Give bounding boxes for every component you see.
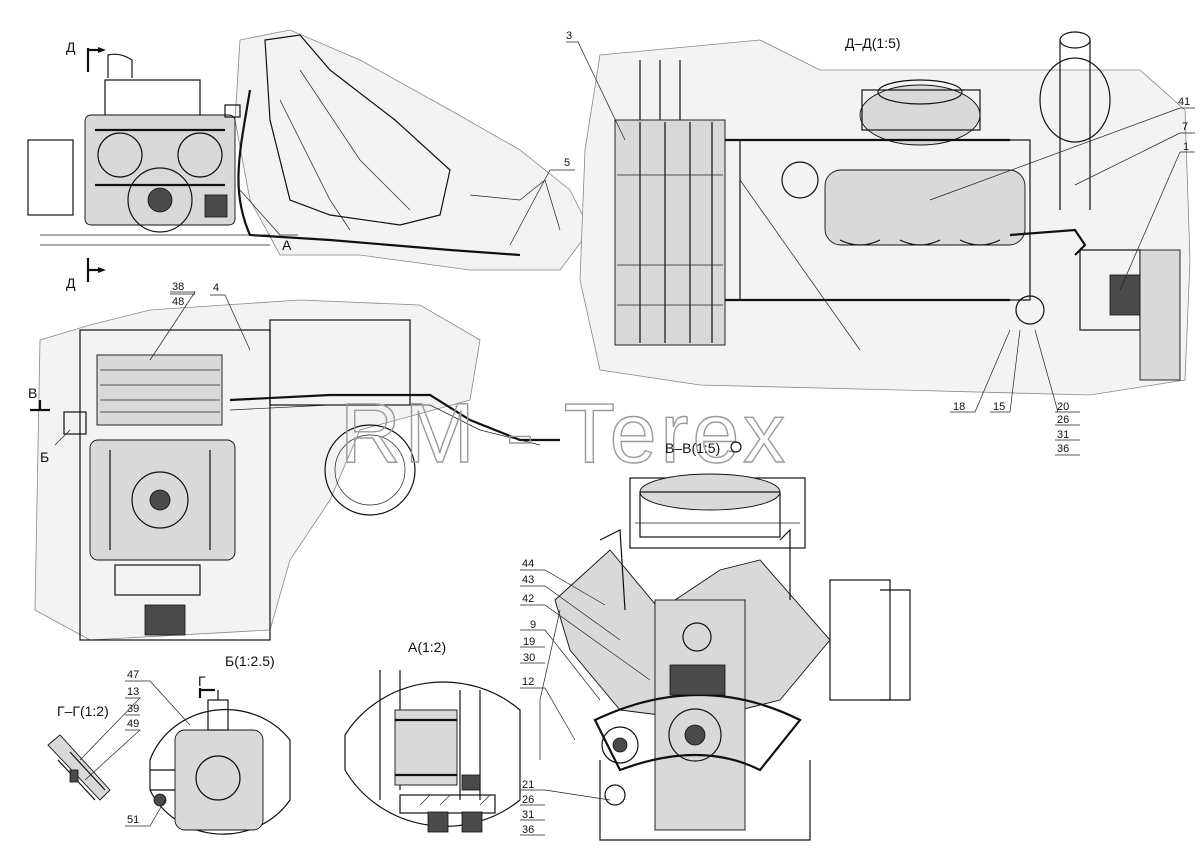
callout-26b: 26 <box>522 794 534 806</box>
plan-view-engine <box>34 299 560 641</box>
title-section-vv: В–В(1:5) <box>665 440 720 456</box>
callout-39: 39 <box>127 703 139 715</box>
callout-43: 43 <box>522 574 534 586</box>
mark-b: Б <box>40 449 49 465</box>
section-gg-view <box>47 734 111 801</box>
section-letter-d-top: Д <box>66 39 76 55</box>
callout-38: 38 <box>172 281 184 293</box>
title-section-gg: Г–Г(1:2) <box>57 703 109 719</box>
title-section-dd: Д–Д(1:5) <box>845 35 901 51</box>
callout-42: 42 <box>522 593 534 605</box>
callout-4: 4 <box>213 282 219 294</box>
callout-31b: 31 <box>522 809 534 821</box>
callout-9: 9 <box>530 619 536 631</box>
callouts-section-vv: 44 43 42 9 19 30 12 21 26 31 36 <box>520 558 651 836</box>
callout-44: 44 <box>522 558 534 570</box>
callout-36a: 36 <box>1057 443 1069 455</box>
callout-51: 51 <box>127 814 139 826</box>
section-vv-view <box>539 473 911 841</box>
callout-21: 21 <box>522 779 534 791</box>
section-vv-symbol <box>730 441 742 453</box>
mark-a: А <box>282 237 292 253</box>
callout-12: 12 <box>522 676 534 688</box>
callout-47: 47 <box>127 669 139 681</box>
callout-15: 15 <box>993 401 1005 413</box>
callout-1: 1 <box>1183 141 1189 153</box>
section-dd-view <box>579 31 1191 396</box>
section-letter-d-bottom: Д <box>66 275 76 291</box>
callout-49: 49 <box>127 718 139 730</box>
callout-7: 7 <box>1182 121 1188 133</box>
title-detail-a: А(1:2) <box>408 639 446 655</box>
callout-18: 18 <box>953 401 965 413</box>
callouts-top-left: А 5 <box>239 157 575 253</box>
callout-3: 3 <box>566 30 572 42</box>
callout-5: 5 <box>564 157 570 169</box>
callout-48: 48 <box>172 296 184 308</box>
top-left-engine-view <box>27 29 591 271</box>
callouts-plan-view: 38 48 4 В Б <box>28 281 251 465</box>
section-mark-d: Д Д <box>66 39 106 291</box>
title-detail-b: Б(1:2.5) <box>225 653 275 669</box>
mark-g: Г <box>198 673 206 689</box>
callout-31a: 31 <box>1057 429 1069 441</box>
callout-20: 20 <box>1057 401 1069 413</box>
callout-19: 19 <box>523 636 535 648</box>
mark-v: В <box>28 385 37 401</box>
callout-41: 41 <box>1178 96 1190 108</box>
callouts-detail-b: 47 13 39 49 51 <box>79 669 191 827</box>
detail-b-view <box>149 690 291 835</box>
callout-36b: 36 <box>522 824 534 836</box>
callout-30: 30 <box>523 652 535 664</box>
callout-26a: 26 <box>1057 414 1069 426</box>
callouts-section-dd: 3 41 7 1 18 15 20 26 31 36 <box>566 30 1195 456</box>
detail-a-view <box>344 670 521 833</box>
callout-13: 13 <box>127 686 139 698</box>
watermark: RM - Terex <box>340 386 789 480</box>
section-mark-g-arrow <box>198 688 215 698</box>
